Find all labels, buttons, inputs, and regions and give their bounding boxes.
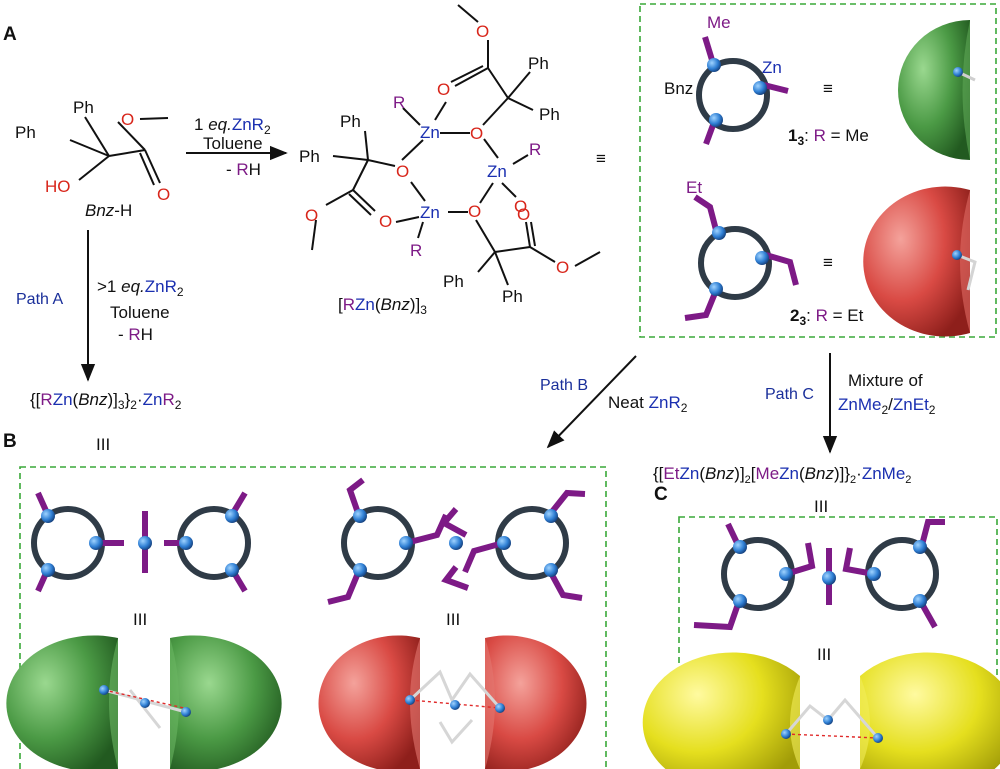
phenyl-label: Ph (539, 105, 560, 124)
panel-label-b: B (3, 431, 17, 452)
equivalence-sign: ≡ (823, 79, 833, 98)
zinc-label: Zn (420, 203, 440, 222)
green-hemisphere-model (898, 20, 976, 160)
oxygen-label: O (476, 22, 489, 41)
phenyl-label: Ph (443, 272, 464, 291)
three-bar-equivalence: III (817, 645, 831, 664)
path-c-reagent-line1: Mixture of (848, 371, 923, 390)
path-b-label: Path B (540, 377, 588, 394)
panel-b-box (19, 466, 607, 769)
trimer-formula: [RZn(Bnz)]3 (338, 295, 427, 317)
oxygen-label: O (396, 162, 409, 181)
oxygen-label: O (517, 205, 530, 224)
hydroxyl-label: HO (45, 177, 71, 196)
compound-name-suffix: -H (114, 201, 132, 220)
oxygen-label: O (437, 80, 450, 99)
zinc-atom-sphere (755, 251, 769, 265)
phenyl-label: Ph (73, 98, 94, 117)
three-bar-equivalence: III (814, 497, 828, 516)
schematic-sandwich-et (327, 477, 586, 605)
path-a-byproduct: - RH (118, 325, 153, 344)
path-c-product: {[EtZn(Bnz)]2[MeZn(Bnz)]}2·ZnMe2 (653, 464, 911, 486)
red-sandwich-model (318, 635, 587, 769)
zinc-label: Zn (487, 162, 507, 181)
path-a-label: Path A (16, 291, 63, 308)
r-group-label: R (529, 140, 541, 159)
path-a-solvent: Toluene (110, 303, 170, 322)
schematic-sandwich-me (31, 491, 251, 593)
schematic-mixed-sandwich (693, 519, 945, 631)
oxygen-label: O (470, 124, 483, 143)
three-bar-equivalence: III (446, 610, 460, 629)
step1-reagent: 1 eq.ZnR2 (194, 115, 271, 137)
zinc-label: Zn (762, 58, 782, 77)
bnz-label: Bnz (664, 79, 693, 98)
benzilate-molecule: Ph Ph HO O O Bnz-H (15, 98, 170, 220)
oxygen-label: O (379, 212, 392, 231)
phenyl-label: Ph (502, 287, 523, 306)
zinc-atom-sphere (709, 113, 723, 127)
green-sandwich-model (6, 635, 282, 769)
r-group-label: R (393, 93, 405, 112)
schematic-legend-box (639, 3, 997, 338)
panel-c-box (678, 516, 998, 769)
methyl-label: Me (707, 13, 731, 32)
oxygen-label: O (305, 206, 318, 225)
zinc-label: Zn (420, 123, 440, 142)
phenyl-label: Ph (15, 123, 36, 142)
ester-oxygen-label: O (121, 110, 134, 129)
r-group-label: R (410, 241, 422, 260)
panel-label-a: A (3, 24, 17, 45)
path-b-reagent: Neat ZnR2 (608, 393, 688, 415)
compound-label-1: 13: R = Me (788, 126, 869, 148)
yellow-sandwich-model (642, 652, 1000, 769)
phenyl-label: Ph (340, 112, 361, 131)
path-c-reagent-line2: ZnMe2/ZnEt2 (838, 395, 936, 417)
zinc-atom-sphere (707, 58, 721, 72)
schematic-trimer-me: Me Bnz Zn (664, 13, 789, 146)
panel-label-c: C (654, 484, 668, 505)
phenyl-label: Ph (299, 147, 320, 166)
equivalence-sign: ≡ (823, 253, 833, 272)
compound-name-italic: Bnz (85, 201, 115, 220)
zinc-atom-sphere (709, 282, 723, 296)
path-a-reagent: >1 eq.ZnR2 (97, 277, 184, 299)
path-c-label: Path C (765, 386, 814, 403)
path-a-product: {[RZn(Bnz)]3}2·ZnR2 (30, 390, 182, 412)
ethyl-label: Et (686, 178, 702, 197)
oxygen-label: O (514, 197, 527, 216)
red-hemisphere-model (863, 186, 977, 337)
oxygen-label: O (556, 258, 569, 277)
equivalence-sign: ≡ (596, 149, 606, 168)
three-bar-equivalence: III (133, 610, 147, 629)
trimer-structure: O O Ph Ph Zn Zn Zn R R R O O O O O (299, 4, 601, 317)
compound-label-2: 23: R = Et (790, 306, 864, 328)
zinc-atom-sphere (753, 81, 767, 95)
compound-name-bnz-h: Bnz-H (85, 201, 132, 220)
phenyl-label: Ph (528, 54, 549, 73)
step1-solvent: Toluene (203, 134, 263, 153)
oxygen-label: O (468, 202, 481, 221)
path-b-arrow (546, 355, 637, 449)
three-bar-equivalence: III (96, 435, 110, 454)
carbonyl-oxygen-label: O (157, 185, 170, 204)
zinc-atom-sphere (712, 226, 726, 240)
step1-byproduct: - RH (226, 160, 261, 179)
schematic-trimer-et: Et (684, 178, 799, 321)
